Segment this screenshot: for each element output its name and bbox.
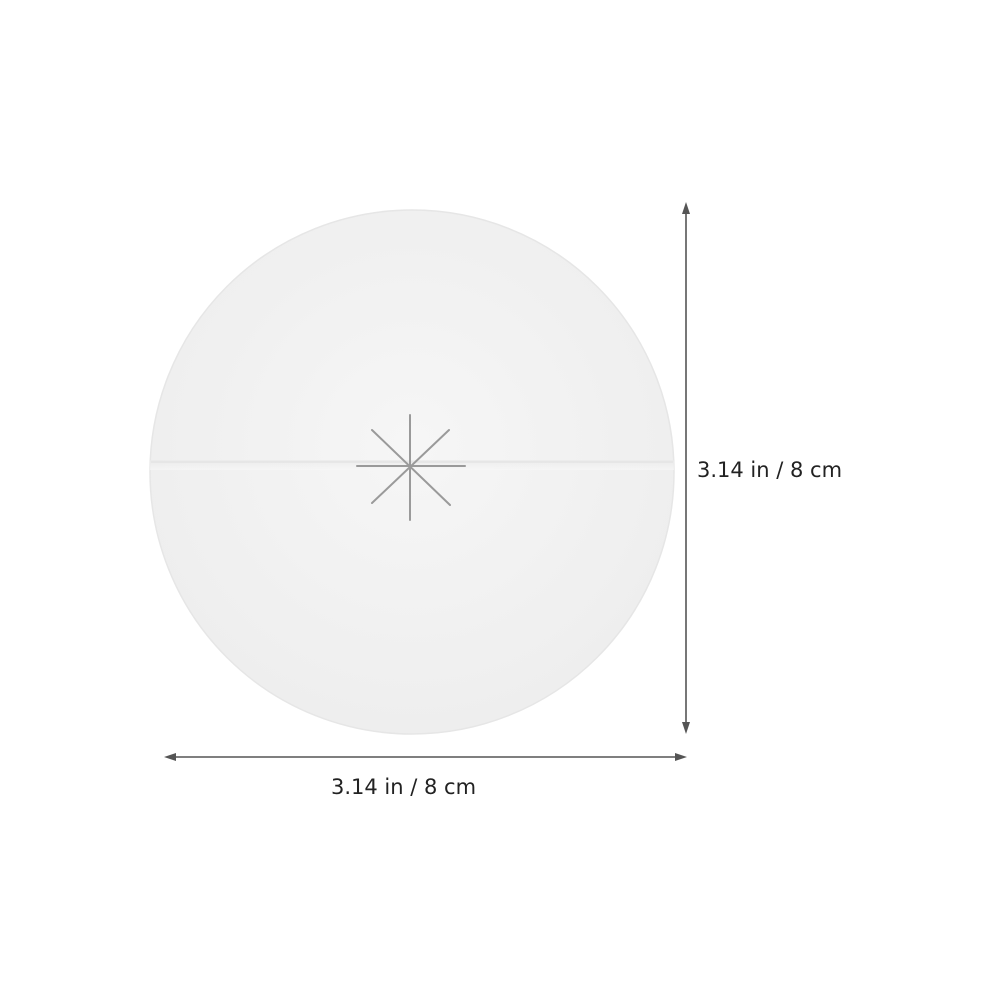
width-dimension-label: 3.14 in / 8 cm	[331, 775, 477, 799]
paper-disc	[149, 209, 675, 735]
asterisk-slit-icon	[356, 414, 466, 521]
height-dimension-label: 3.14 in / 8 cm	[697, 458, 843, 482]
double-arrow-vertical-icon	[682, 202, 690, 734]
double-arrow-horizontal-icon	[164, 753, 687, 761]
